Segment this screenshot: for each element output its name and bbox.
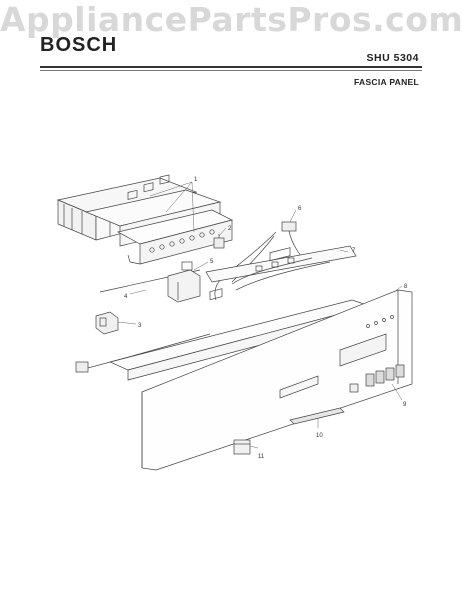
callout-1: 1	[194, 177, 198, 183]
brand-logo: BOSCH	[40, 34, 118, 56]
callout-7: 7	[352, 248, 356, 254]
section-title: FASCIA PANEL	[354, 77, 419, 87]
part-11-knob	[233, 439, 251, 455]
model-number: SHU 5304	[366, 52, 419, 64]
callout-11: 11	[258, 454, 265, 460]
part-5-relay	[167, 261, 201, 303]
part-9-push-buttons	[365, 364, 405, 387]
part-7-circuit-strip	[205, 245, 357, 291]
leader-lines	[117, 181, 403, 449]
callout-10: 10	[316, 433, 323, 439]
header-rule	[40, 66, 422, 68]
callout-6: 6	[298, 206, 302, 212]
callout-5: 5	[210, 259, 214, 265]
callout-8: 8	[404, 284, 408, 290]
part-8-fascia-panel	[141, 289, 413, 471]
header-rule-thin	[40, 70, 422, 71]
callout-3: 3	[138, 323, 142, 329]
watermark: AppliancePartsPros.com	[0, 0, 463, 39]
part-10-handle	[289, 407, 345, 425]
part-3-bracket	[95, 311, 119, 335]
part-1-control-module	[56, 174, 233, 265]
callout-9: 9	[403, 402, 407, 408]
callout-2: 2	[228, 226, 232, 232]
callout-4: 4	[124, 294, 128, 300]
